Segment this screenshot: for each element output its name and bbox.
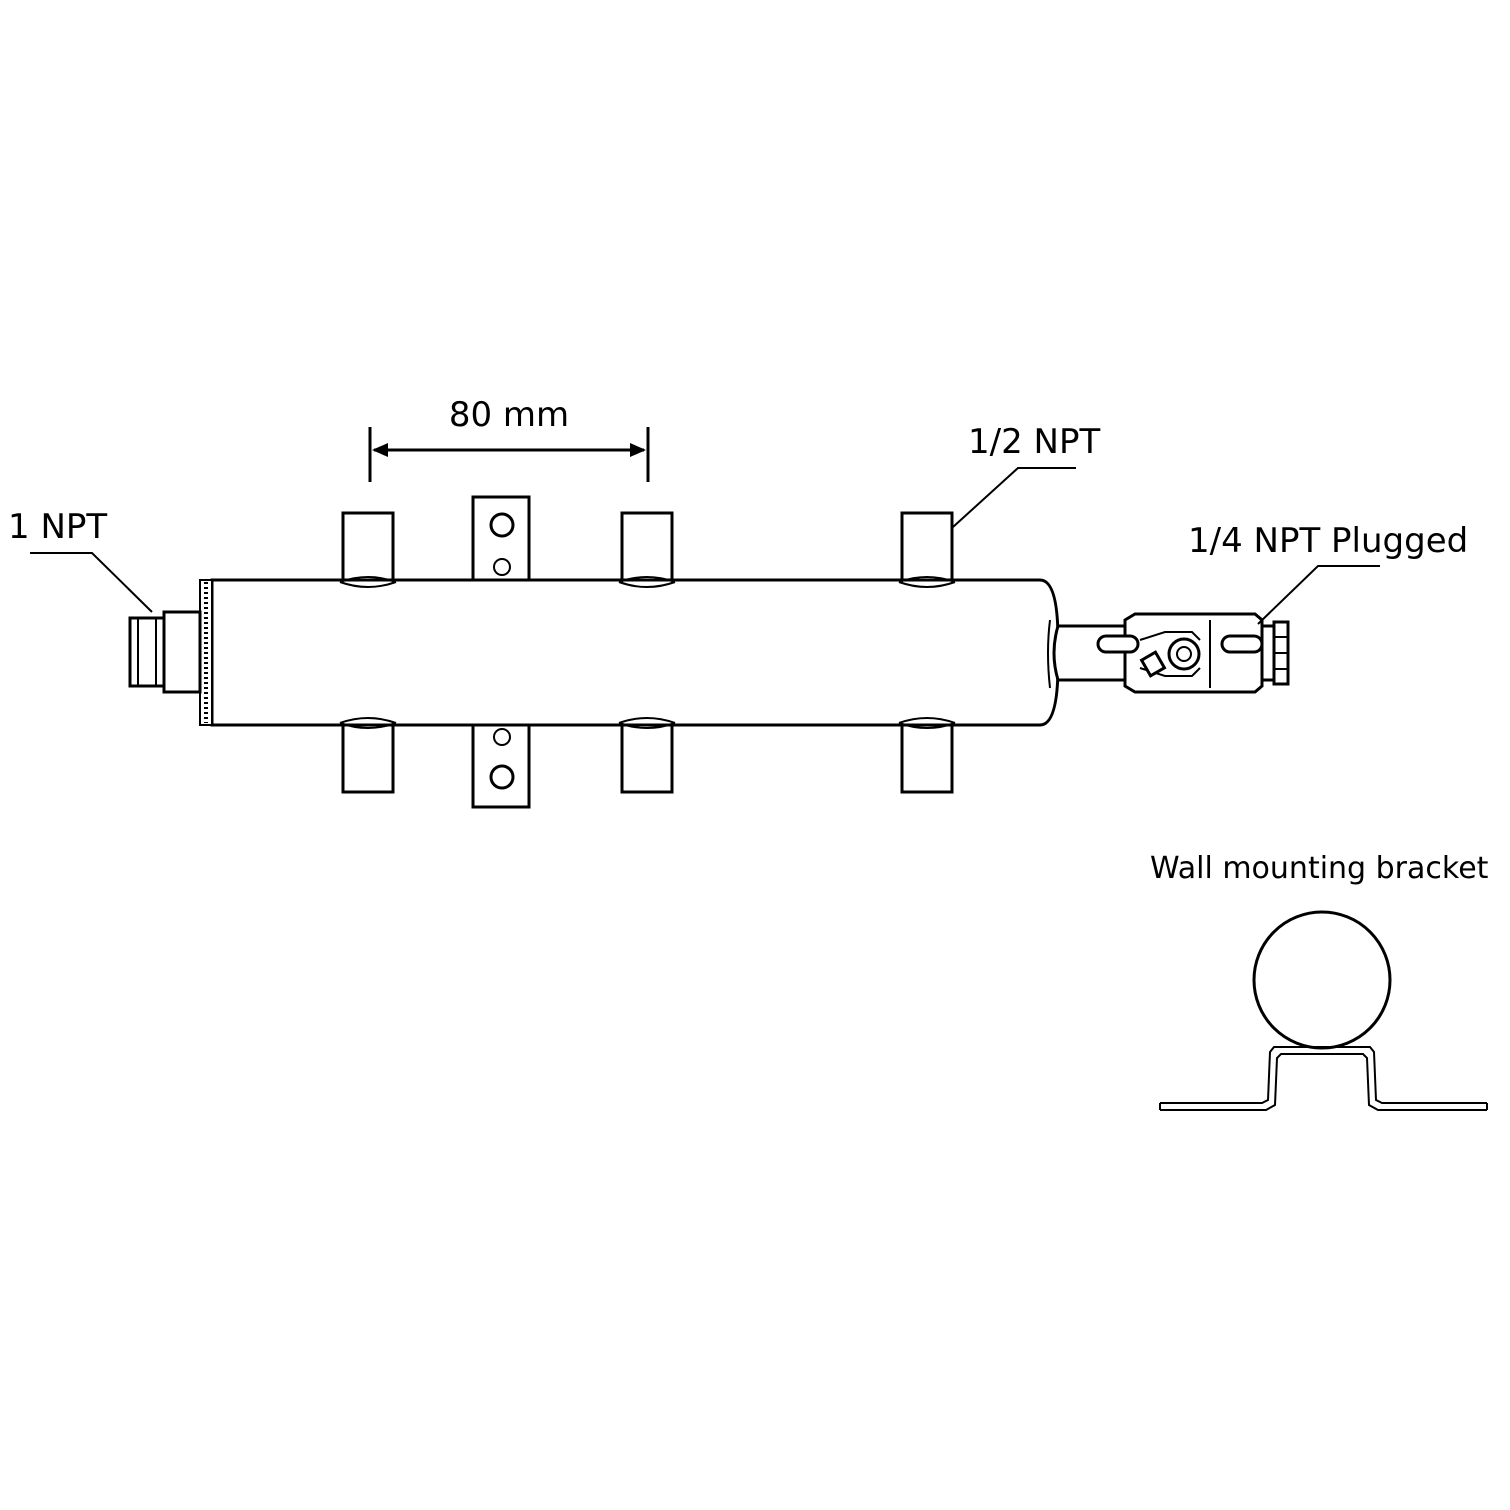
outlets-label: 1/2 NPT — [968, 422, 1100, 462]
outlet-bottom-2 — [618, 717, 676, 794]
callout-inlet: 1 NPT — [8, 507, 153, 613]
plug-fitting — [1260, 620, 1290, 686]
inlet-fitting — [128, 610, 202, 694]
purge-valve — [1096, 612, 1264, 694]
outlet-bottom-3 — [898, 717, 956, 794]
bracket-profile — [1160, 1046, 1487, 1104]
bracket-top — [471, 495, 531, 582]
manifold-body — [199, 578, 1060, 727]
callout-outlets: 1/2 NPT — [952, 422, 1100, 528]
bracket-label: Wall mounting bracket — [1150, 851, 1489, 886]
bracket-pipe-section — [1252, 910, 1392, 1050]
outlet-top-3 — [898, 511, 956, 588]
outlet-bottom-1 — [339, 717, 397, 794]
bracket-detail: Wall mounting bracket — [1150, 851, 1489, 1111]
outlet-top-2 — [618, 511, 676, 588]
plug-label: 1/4 NPT Plugged — [1188, 521, 1468, 561]
spacing-label: 80 mm — [449, 395, 569, 435]
bracket-bottom — [471, 723, 531, 809]
callout-plug: 1/4 NPT Plugged — [1188, 521, 1468, 625]
inlet-label: 1 NPT — [8, 507, 107, 547]
dimension-80mm: 80 mm — [368, 395, 650, 482]
outlet-top-1 — [339, 511, 397, 588]
